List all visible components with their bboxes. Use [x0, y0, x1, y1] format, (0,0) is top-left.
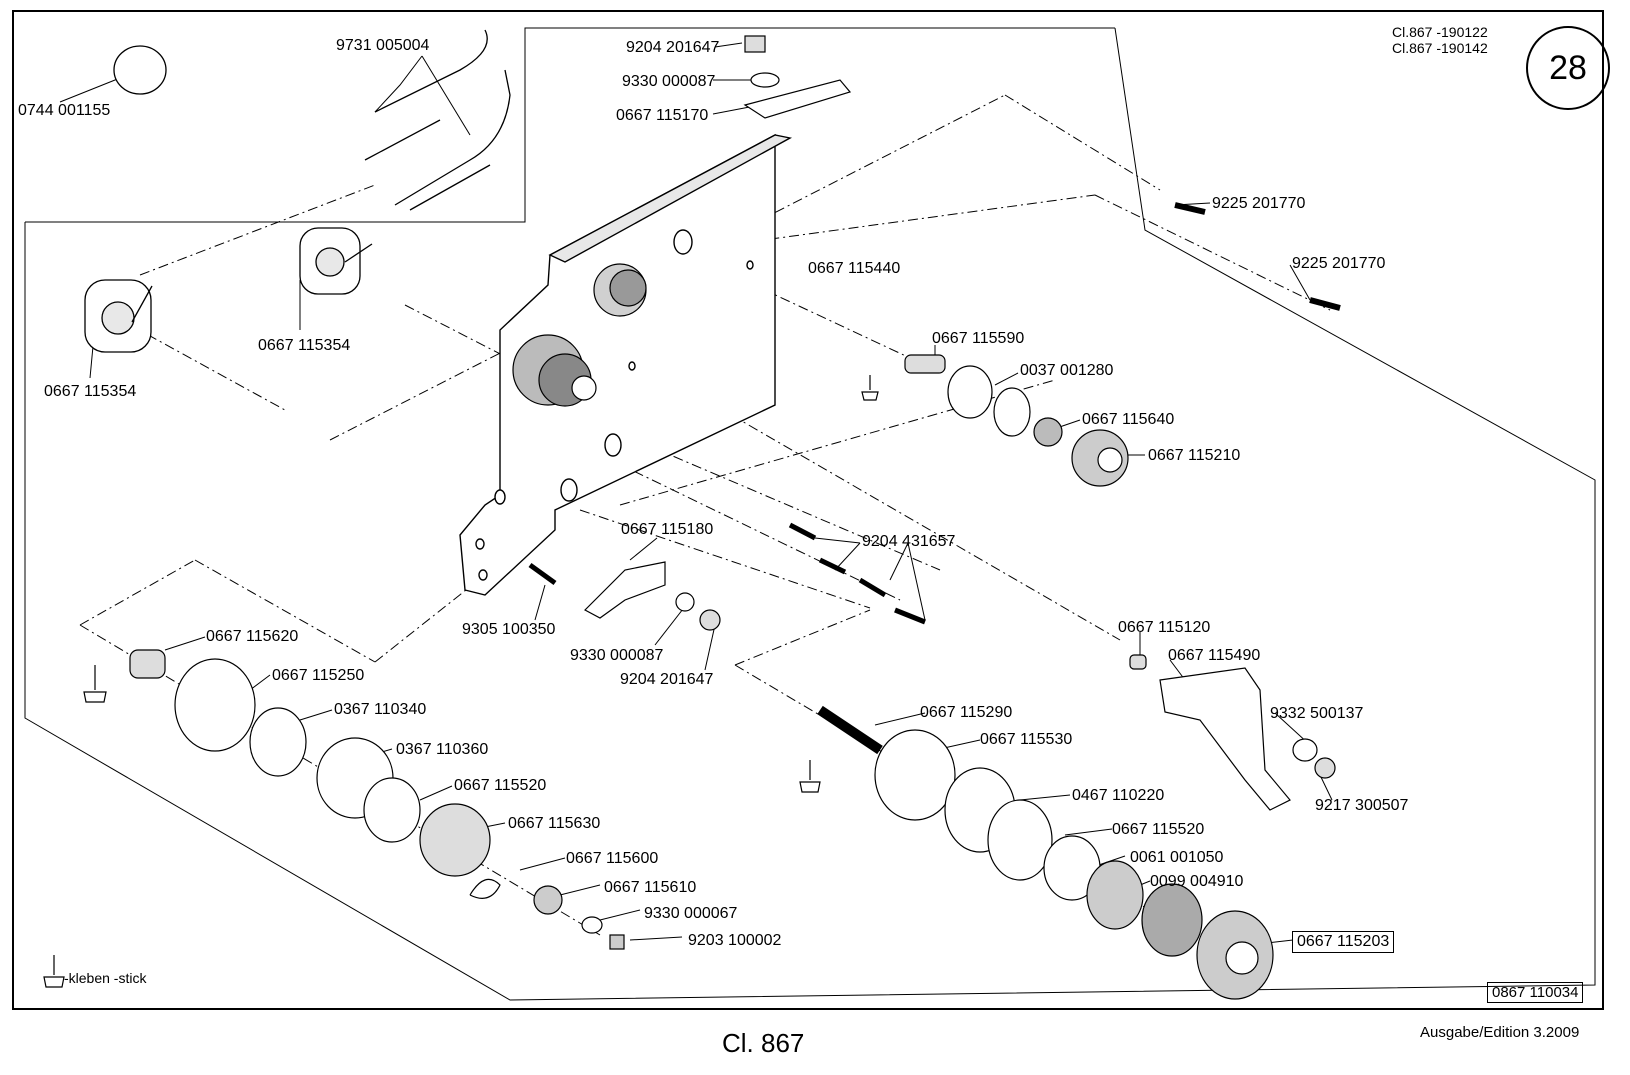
part-label: 9217 300507 — [1315, 797, 1409, 814]
top-left-parts — [84, 29, 511, 353]
part-label: 0667 115250 — [272, 667, 365, 684]
legend-glue-text: -kleben -stick — [64, 970, 147, 986]
drawing-number: 0867 110034 — [1487, 982, 1584, 1003]
footer-title: Cl. 867 — [722, 1028, 805, 1058]
edition-text: Ausgabe/Edition 3.2009 — [1420, 1024, 1580, 1041]
part-label: 9204 201647 — [620, 671, 714, 688]
part-label: 0667 115354 — [44, 383, 137, 400]
part-label: 0667 115180 — [621, 521, 714, 538]
part-label: 0667 115120 — [1118, 619, 1211, 636]
part-label: 9731 005004 — [336, 37, 430, 54]
glue-symbols — [43, 375, 879, 988]
page-number: 28 — [1526, 26, 1610, 110]
part-label: 0667 115354 — [258, 337, 351, 354]
part-label: 0667 115630 — [508, 815, 601, 832]
part-label: 0667 115210 — [1148, 447, 1241, 464]
part-label: 9332 500137 — [1270, 705, 1364, 722]
part-label: 0667 115590 — [932, 330, 1025, 347]
screws-middle — [528, 522, 926, 625]
part-label: 0667 115600 — [566, 850, 659, 867]
part-label: 0667 115170 — [616, 107, 709, 124]
part-label: 9204 201647 — [626, 39, 720, 56]
upper-right-parts — [743, 35, 1341, 487]
machine-class-list: Cl.867 -190122 Cl.867 -190142 — [1392, 24, 1488, 56]
part-label: 0667 115530 — [980, 731, 1073, 748]
class-line: Cl.867 -190122 — [1392, 24, 1488, 40]
class-line: Cl.867 -190142 — [1392, 40, 1488, 56]
part-label: 0367 110360 — [396, 741, 489, 758]
part-label: 0667 115620 — [206, 628, 299, 645]
part-label: 9330 000067 — [644, 905, 738, 922]
part-label-boxed: 0667 115203 — [1292, 931, 1395, 953]
part-label: 0667 115520 — [454, 777, 547, 794]
part-label: 0744 001155 — [18, 102, 111, 119]
part-label: 0667 115490 — [1168, 647, 1261, 664]
part-label: 9204 431657 — [862, 533, 956, 550]
part-label: 0667 115290 — [920, 704, 1013, 721]
part-label: 9225 201770 — [1212, 195, 1306, 212]
assembly-outline — [25, 27, 1115, 223]
plate-tensioners — [512, 263, 647, 407]
part-label: 0667 115640 — [1082, 411, 1175, 428]
part-label: 0667 115610 — [604, 879, 697, 896]
part-label: 9330 000087 — [570, 647, 664, 664]
mounting-plate — [459, 133, 793, 596]
part-label: 0367 110340 — [334, 701, 427, 718]
part-label: 9305 100350 — [462, 621, 556, 638]
left-lower-stack — [129, 649, 625, 950]
part-label: 0061 001050 — [1130, 849, 1224, 866]
part-label: 0467 110220 — [1072, 787, 1165, 804]
part-label: 0037 001280 — [1020, 362, 1114, 379]
part-label: 9330 000087 — [622, 73, 716, 90]
sheet-frame — [12, 10, 1604, 1010]
assembly-outline-right — [24, 27, 1596, 1001]
right-lower-stack — [817, 705, 1274, 1000]
part-label: 0667 115440 — [808, 260, 901, 277]
part-label: 0667 115520 — [1112, 821, 1205, 838]
center-bracket — [584, 561, 721, 631]
part-label: 9225 201770 — [1292, 255, 1386, 272]
part-label: 0099 004910 — [1150, 873, 1244, 890]
part-label: 9203 100002 — [688, 932, 782, 949]
right-lever — [1129, 654, 1336, 811]
